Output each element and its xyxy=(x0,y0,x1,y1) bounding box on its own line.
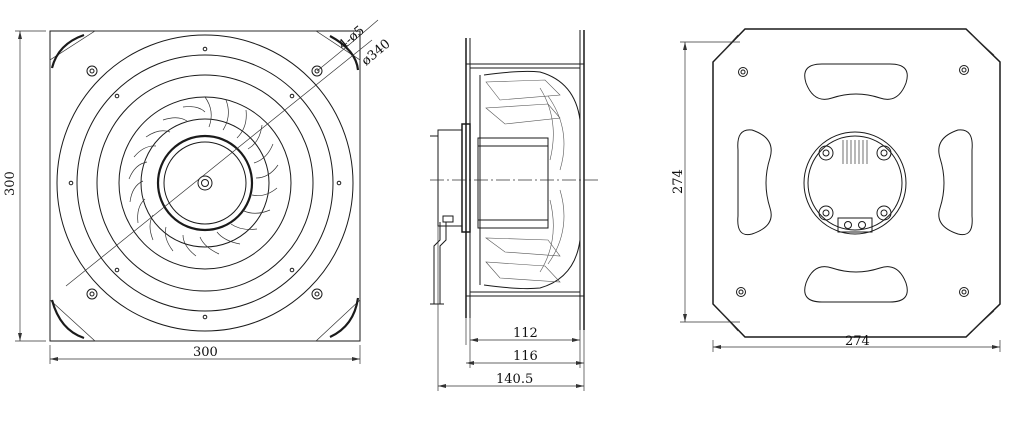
side-dim-140-5: 140.5 xyxy=(496,372,533,387)
rear-height-label: 274 xyxy=(671,169,686,194)
rear-view: 274 274 xyxy=(671,28,1001,352)
front-view: 300 300 4-ø5 ø340 xyxy=(3,19,394,364)
connector-icon xyxy=(837,217,873,233)
ring-holes xyxy=(68,46,342,320)
screw-hole-icon xyxy=(736,65,969,297)
screw-hole-icon xyxy=(86,65,323,300)
motor-hub-icon xyxy=(803,131,907,235)
holes-label: 4-ø5 xyxy=(336,23,368,53)
side-dim-112: 112 xyxy=(513,326,538,341)
rear-width-label: 274 xyxy=(845,334,870,349)
side-blades xyxy=(485,79,565,283)
front-width-label: 300 xyxy=(193,345,218,360)
rear-slots xyxy=(737,63,973,303)
impeller-blades xyxy=(128,96,279,257)
side-dim-116: 116 xyxy=(513,349,538,364)
diameter-label: ø340 xyxy=(359,37,394,69)
side-view: 112 116 140.5 xyxy=(430,30,598,391)
front-height-label: 300 xyxy=(3,171,18,196)
